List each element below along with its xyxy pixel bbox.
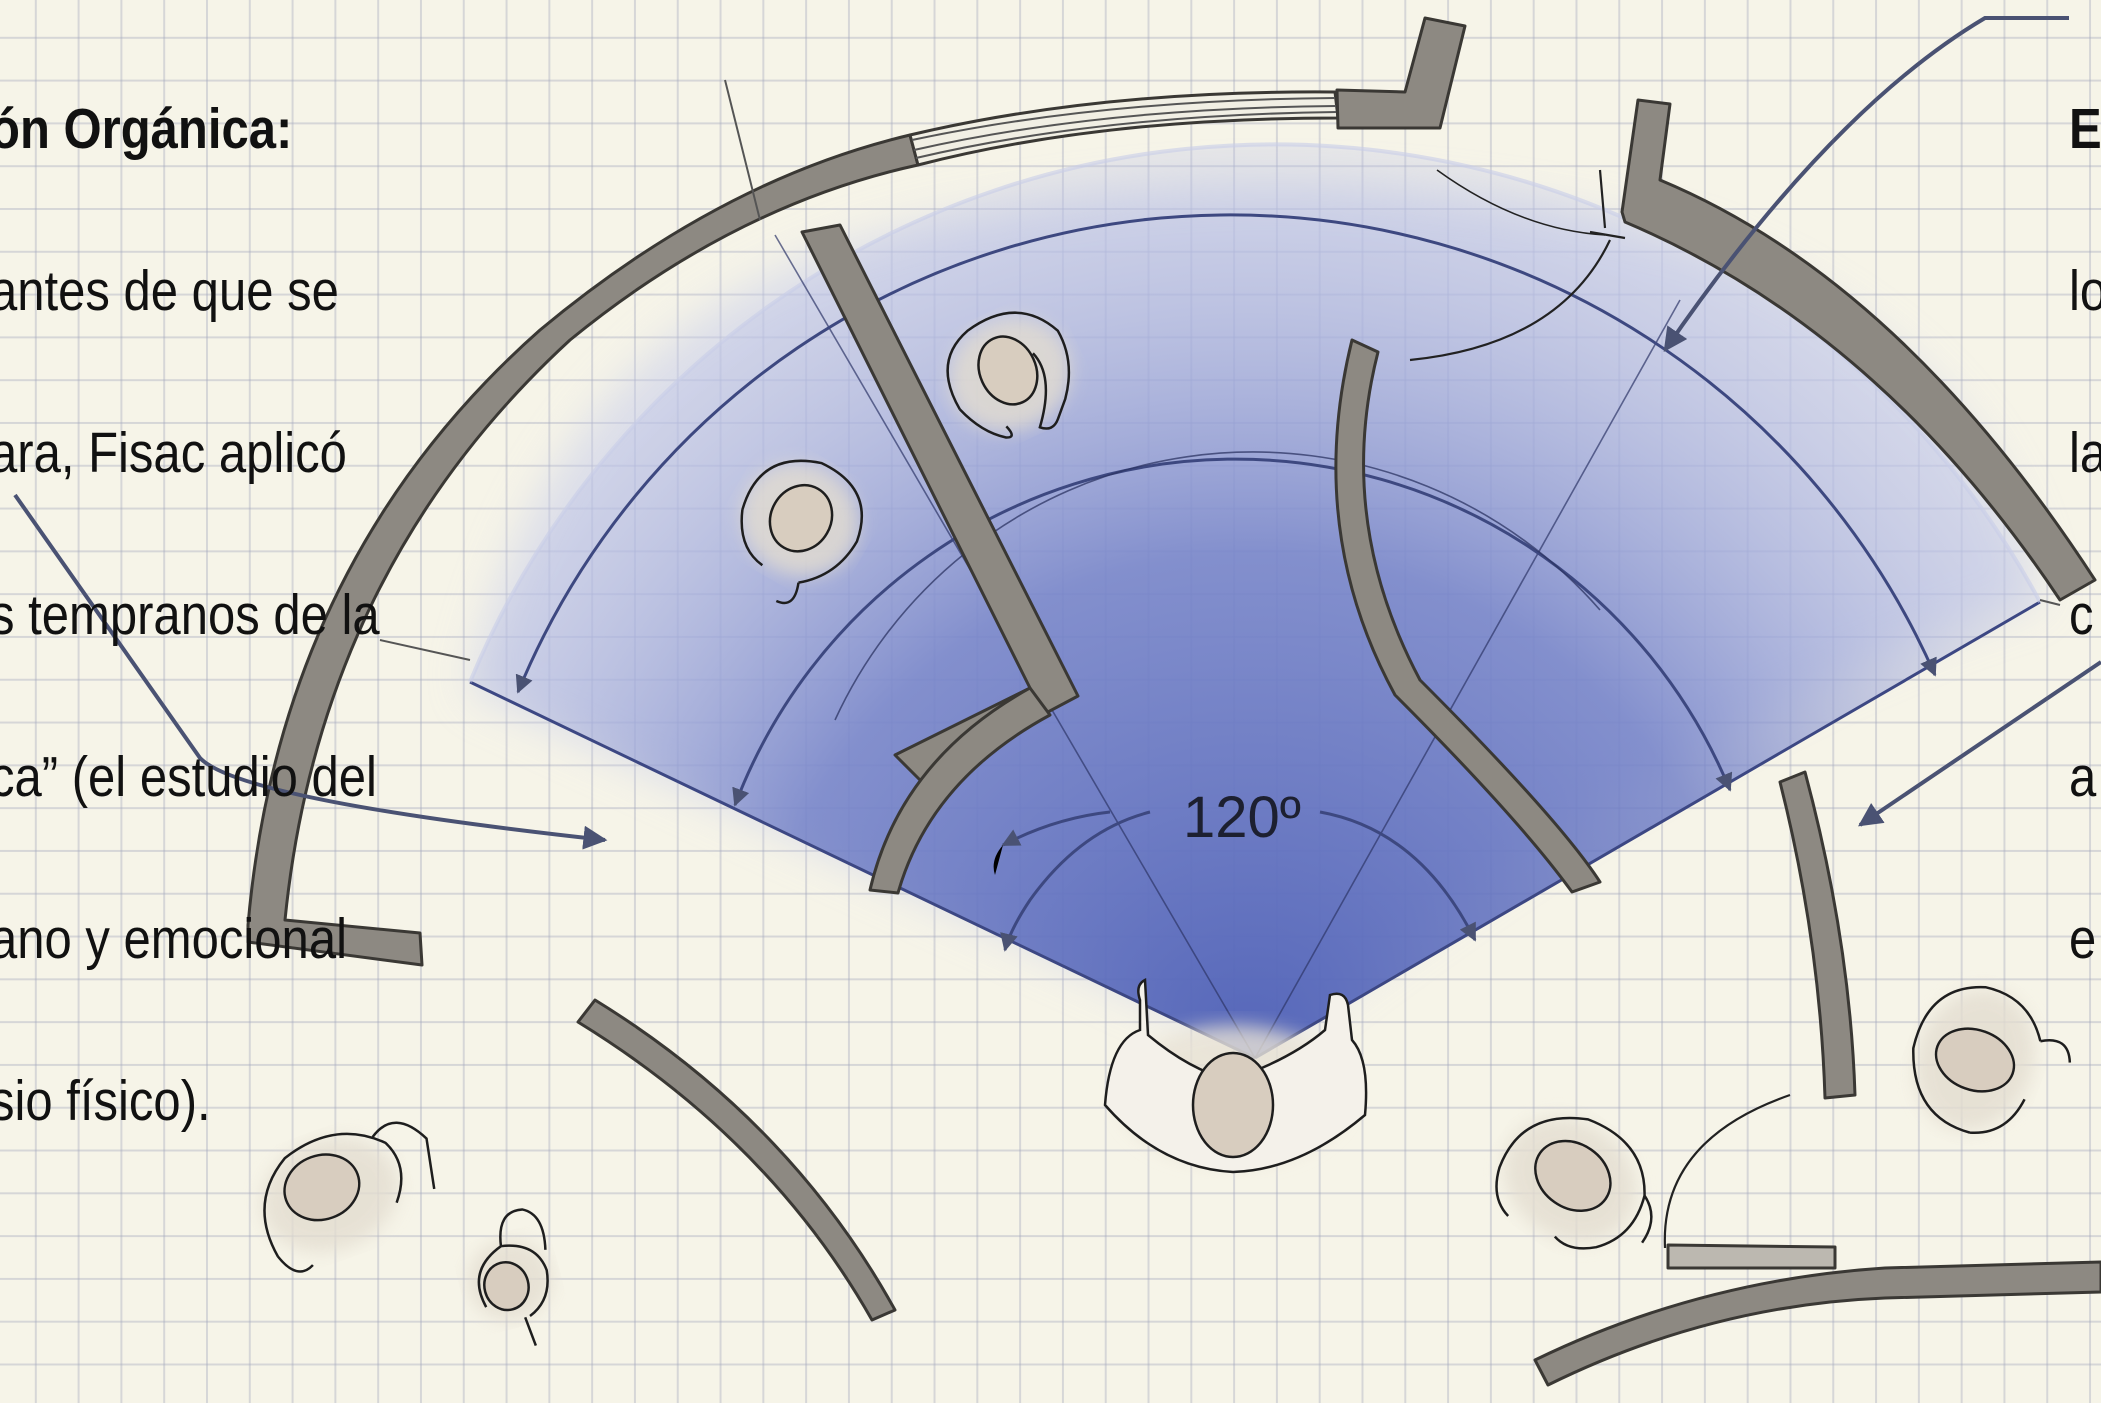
annotation-arrows [13,16,2101,850]
annotation-left-line: ara, Fisac aplicó [0,421,347,485]
door-swings [1409,169,1791,1249]
annotation-left-heading: ón Orgánica: [0,97,293,161]
annotation-left: ón Orgánica: antes de que se ara, Fisac … [0,0,380,1182]
bottom-left-wall [576,998,897,1322]
person-child [468,1208,552,1346]
annotation-right-line: la [2069,421,2101,485]
annotation-left-line: ca” (el estudio del [0,745,377,809]
people [261,311,2072,1346]
person-middle-left [740,459,864,605]
person-lower-right [1495,1116,1653,1250]
person-far-right [1912,985,2072,1134]
annotation-left-line: sio físico). [0,1069,211,1133]
arrow-left-note [13,493,608,850]
angle-label: 120º [1183,785,1301,850]
person-upper-left [946,311,1071,439]
fov-arcs [515,213,1937,807]
bottom-right-wall [1533,1260,2101,1387]
person-viewer [1103,978,1368,1174]
walls [246,16,2101,1387]
angle-arc-left [1001,810,1111,847]
fov-arcs-thin [834,451,1601,721]
annotation-left-line: s tempranos de la [0,583,380,647]
s-curve-wall [1334,338,1602,894]
annotation-right-heading: E [2069,97,2101,161]
angle-arc [1000,810,1151,952]
interior-wall-curved [868,686,1052,895]
corner-wall-top [1335,16,1467,130]
annotation-left-line: antes de que se [0,259,339,323]
annotation-right: E lo la c a e [2069,0,2101,1020]
annotation-right-line: lo [2069,259,2101,323]
right-lower-wall [1778,770,1857,1100]
annotation-right-line: a [2069,745,2097,809]
person-lower-left [261,1121,436,1273]
annotation-left-line: ano y emocional [0,907,347,971]
curved-wall-right [1620,98,2097,602]
arrow-right-note-top [1663,16,2069,352]
annotation-right-line: c [2069,583,2094,647]
annotation-right-line: e [2069,907,2097,971]
arrow-right-note-bottom [1858,660,2101,827]
